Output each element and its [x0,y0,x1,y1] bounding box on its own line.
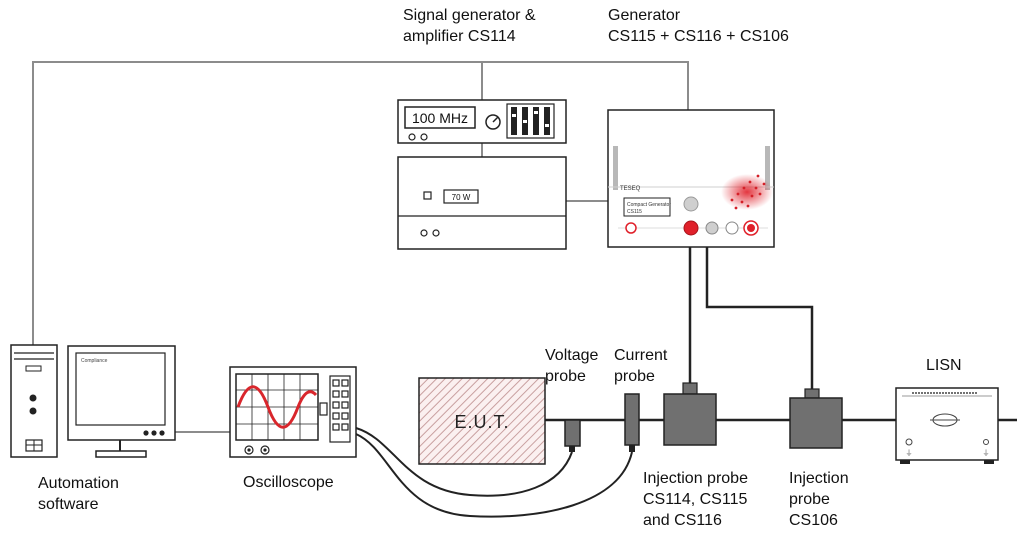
generator-handle-right [765,146,770,190]
generator-display-line2: CS115 [627,209,642,215]
generator-brand: TESEQ [620,186,641,192]
signal-generator: 100 MHz [397,99,567,144]
current-probe-label-line2: probe [614,368,655,385]
generator-knob-icon [683,196,699,212]
automation-label-line1: Automation [38,475,119,492]
voltage-probe-label-line2: probe [545,368,586,385]
reset-button-icon [29,407,37,415]
generator-label-line2: CS115 + CS116 + CS106 [608,28,789,45]
current-probe-label-line1: Current [614,347,668,364]
generator-display-line1: Compact Generator [627,202,671,208]
amplifier-display-text: 70 W [452,193,471,202]
generator-port-icon [725,221,739,235]
pulse-burst-graphic [721,174,773,210]
generator-display [623,197,671,217]
eut-label: E.U.T. [454,412,509,432]
monitor-screen [75,352,166,426]
lisn-box: ⏚ ⏚ [895,387,999,464]
signal-generator-display-text: 100 MHz [412,110,468,126]
automation-label-line2: software [38,496,99,513]
connector-icon [408,133,416,141]
current-probe [624,393,640,452]
monitor-logo: Compliance [81,358,108,364]
oscilloscope-probe-cables [355,427,633,518]
voltage-probe-label-line1: Voltage [545,347,599,364]
injection-probe-cs114-cs115-cs116 [663,382,717,446]
lisn-label: LISN [926,357,962,374]
generator-handle-left [613,146,618,190]
generator-output-red-icon [625,222,637,234]
monitor-stand [95,450,147,458]
injection-probe1-label-line2: CS114, CS115 [643,491,748,508]
control-bus-wiring [32,61,689,433]
oscilloscope-label: Oscilloscope [243,474,334,491]
svg-text:⏚: ⏚ [983,449,990,457]
signal-generator-label-line1: Signal generator & [403,7,536,24]
injection-probe2-label-line1: Injection [789,470,849,487]
power-switch-icon [423,191,432,200]
connector-icon [420,229,428,237]
injection-probe2-label-line2: probe [789,491,830,508]
connector-icon [432,229,440,237]
connector-icon [420,133,428,141]
injection-probe1-label-line1: Injection probe [643,470,748,487]
signal-generator-display [404,106,476,129]
generator-port-icon [705,221,719,235]
lisn-terminal-icon [983,439,989,445]
voltage-probe [564,419,581,452]
injection-probe1-label-line3: and CS116 [643,512,722,529]
amplifier: 70 W [397,156,567,250]
bus-line-top [32,61,689,345]
generator-injection-cables [688,247,814,389]
eut-box: E.U.T. [418,377,546,465]
injection-probe2-label-line3: CS106 [789,512,838,529]
injection-probe-cs106 [789,388,843,449]
oscilloscope [229,366,357,458]
signal-generator-label-line2: amplifier CS114 [403,28,516,45]
amplifier-display [443,189,479,204]
pc-tower [10,344,58,458]
compact-generator: TESEQ Compact Generator CS115 [607,109,775,248]
oscilloscope-keypad [319,375,351,443]
power-button-icon [29,394,37,402]
svg-text:⏚: ⏚ [906,449,913,457]
monitor: Compliance [67,345,176,458]
generator-output-main-icon [683,220,699,236]
lisn-ground-icon [905,438,913,446]
sine-wave-trace [236,385,318,429]
generator-label-line1: Generator [608,7,681,24]
